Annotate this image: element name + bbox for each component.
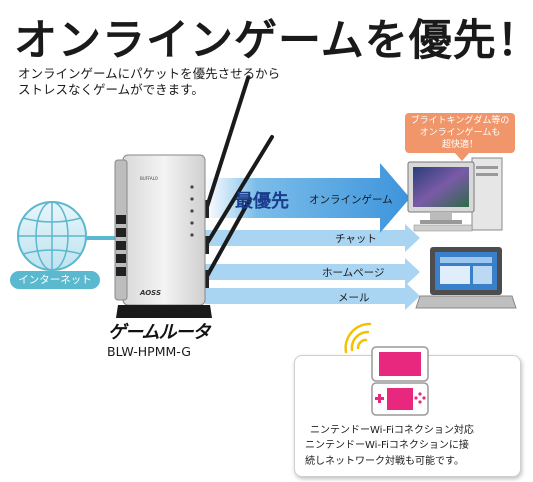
priority-label: 最優先	[235, 191, 289, 212]
mail-label: メール	[338, 292, 370, 304]
nintendo-ds-icon	[371, 346, 429, 416]
chat-label: チャット	[335, 233, 377, 245]
chat-arrow	[205, 224, 420, 252]
online-game-label: オンラインゲーム	[309, 194, 393, 206]
callout-bubble: ブライトキングダム等の オンラインゲームも 超快適！	[405, 113, 515, 153]
subtitle: オンラインゲームにパケットを優先させるから ストレスなくゲームができます。	[18, 66, 280, 98]
nintendo-desc-line-2: 続しネットワーク対戦も可能です。	[305, 456, 464, 467]
wifi-signal-icon	[344, 322, 372, 354]
page-title: オンラインゲームを優先！	[14, 16, 533, 66]
subtitle-line-2: ストレスなくゲームができます。	[18, 82, 204, 97]
callout-line-2: オンラインゲームも	[419, 128, 501, 138]
homepage-label: ホームページ	[322, 267, 385, 279]
arrows	[205, 163, 420, 310]
homepage-arrow	[205, 258, 420, 286]
nintendo-desc-line-1: ニンテンドーWi-Fiコネクションに接	[305, 440, 469, 451]
svg-text:AOSS: AOSS	[139, 289, 161, 297]
callout-tail	[455, 153, 469, 161]
callout-line-1: ブライトキングダム等の	[410, 116, 510, 126]
nintendo-title: ニンテンドーWi-Fiコネクション対応	[310, 425, 474, 436]
product-logo: ゲームルータ	[108, 322, 210, 343]
internet-label: インターネット	[10, 271, 100, 289]
online-game-arrow	[205, 163, 410, 233]
subtitle-line-1: オンラインゲームにパケットを優先させるから	[18, 66, 281, 81]
desktop-pc-icon	[407, 157, 503, 232]
laptop-icon	[415, 247, 517, 309]
mail-arrow	[205, 282, 420, 310]
callout-line-3: 超快適！	[441, 140, 478, 150]
model-number: BLW-HPMM-G	[107, 344, 191, 359]
nintendo-description: ニンテンドーWi-Fiコネクションに接 続しネットワーク対戦も可能です。	[305, 438, 469, 470]
globe-icon	[17, 201, 120, 271]
svg-text:BUFFALO: BUFFALO	[140, 176, 158, 181]
router-icon: BUFFALO AOSS	[114, 76, 274, 318]
